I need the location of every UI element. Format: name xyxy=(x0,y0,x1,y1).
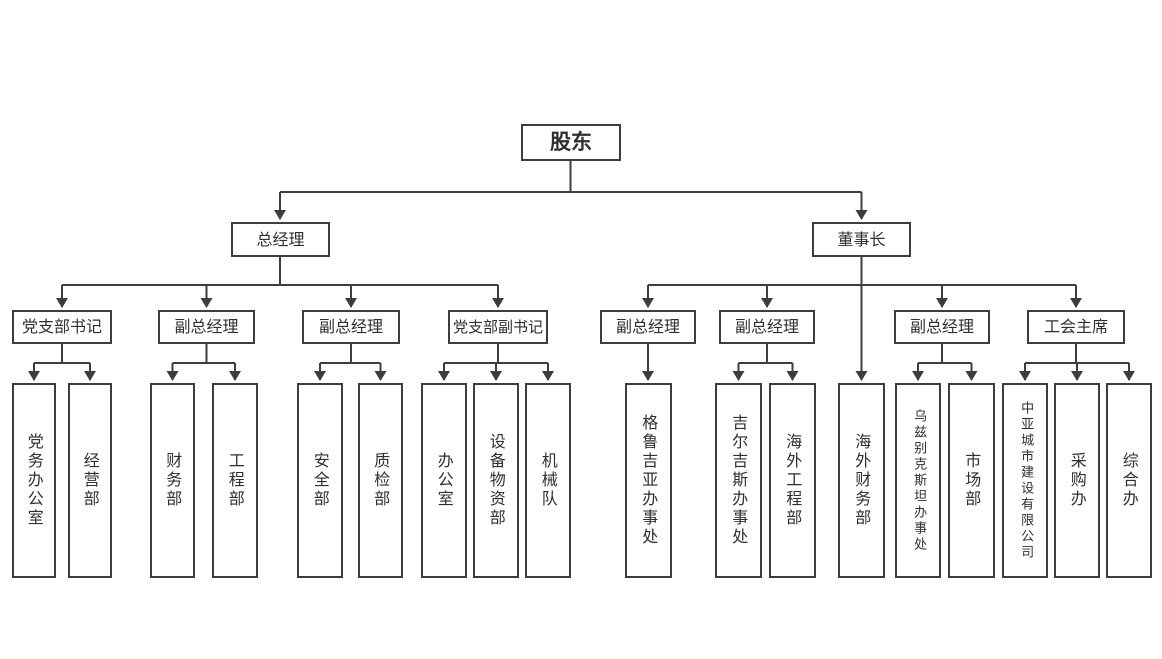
node-finance-dept: 财务部 xyxy=(150,383,195,578)
node-chairman: 董事长 xyxy=(812,222,911,257)
node-label: 财务部 xyxy=(163,452,183,509)
node-marketing-dept: 市场部 xyxy=(948,383,995,578)
node-engineering-dept: 工程部 xyxy=(212,383,258,578)
node-shareholders: 股东 xyxy=(521,124,621,161)
node-procurement-office: 采购办 xyxy=(1054,383,1100,578)
node-label: 格鲁吉亚办事处 xyxy=(639,414,659,547)
node-office: 办公室 xyxy=(421,383,467,578)
node-label: 综合办 xyxy=(1119,452,1139,509)
node-label: 机械队 xyxy=(538,452,558,509)
node-deputy-general-manager-4: 副总经理 xyxy=(719,310,815,344)
node-label: 海外工程部 xyxy=(783,433,803,528)
node-label: 工程部 xyxy=(225,452,245,509)
node-safety-dept: 安全部 xyxy=(297,383,343,578)
node-label: 质检部 xyxy=(371,452,391,509)
node-label: 中亚城市建设有限公司 xyxy=(1018,400,1034,561)
node-party-branch-secretary: 党支部书记 xyxy=(12,310,112,344)
node-label: 设备物资部 xyxy=(486,433,506,528)
node-party-affairs-office: 党务办公室 xyxy=(12,383,56,578)
node-deputy-general-manager-5: 副总经理 xyxy=(894,310,990,344)
node-overseas-engineering-dept: 海外工程部 xyxy=(769,383,816,578)
node-deputy-party-branch-secretary: 党支部副书记 xyxy=(448,310,548,344)
node-quality-inspection-dept: 质检部 xyxy=(358,383,403,578)
node-label: 党务办公室 xyxy=(24,433,44,528)
node-label: 经营部 xyxy=(80,452,100,509)
node-deputy-general-manager-2: 副总经理 xyxy=(302,310,400,344)
node-union-chairman: 工会主席 xyxy=(1027,310,1125,344)
connector-group xyxy=(28,160,1135,381)
node-label: 海外财务部 xyxy=(852,433,872,528)
node-general-affairs-office: 综合办 xyxy=(1106,383,1152,578)
node-deputy-general-manager-3: 副总经理 xyxy=(600,310,696,344)
node-uzbekistan-office: 乌兹别克斯坦办事处 xyxy=(895,383,941,578)
node-general-manager: 总经理 xyxy=(231,222,330,257)
node-equipment-materials-dept: 设备物资部 xyxy=(473,383,519,578)
node-deputy-general-manager-1: 副总经理 xyxy=(158,310,255,344)
node-machinery-team: 机械队 xyxy=(525,383,571,578)
node-label: 乌兹别克斯坦办事处 xyxy=(911,408,927,553)
node-label: 采购办 xyxy=(1067,452,1087,509)
node-business-dept: 经营部 xyxy=(68,383,112,578)
node-label: 市场部 xyxy=(962,452,982,509)
node-label: 办公室 xyxy=(434,452,454,509)
node-central-asia-city-construction-co: 中亚城市建设有限公司 xyxy=(1002,383,1048,578)
node-kyrgyzstan-office: 吉尔吉斯办事处 xyxy=(715,383,762,578)
node-georgia-office: 格鲁吉亚办事处 xyxy=(625,383,672,578)
node-overseas-finance-dept: 海外财务部 xyxy=(838,383,885,578)
node-label: 安全部 xyxy=(310,452,330,509)
node-label: 吉尔吉斯办事处 xyxy=(729,414,749,547)
